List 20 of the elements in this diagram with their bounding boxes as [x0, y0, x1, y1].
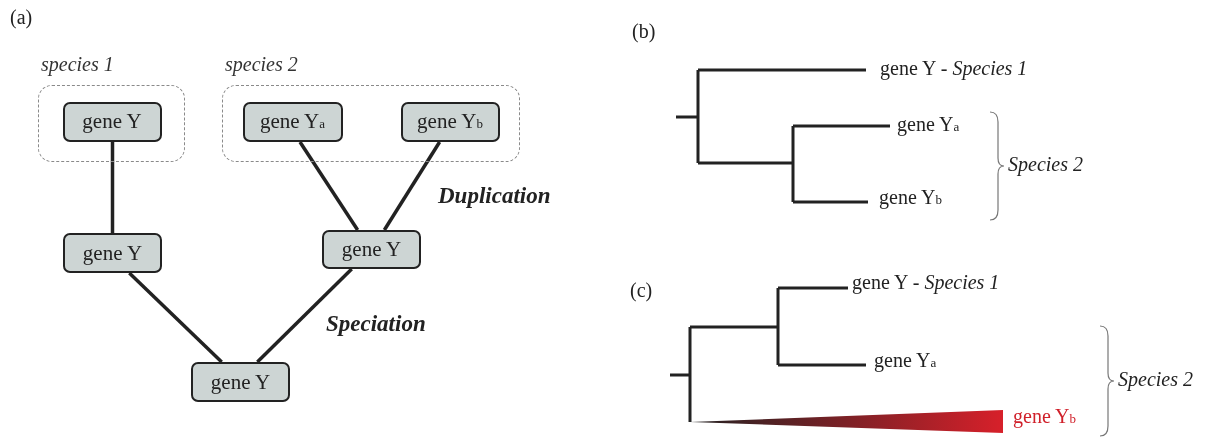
connector-line	[128, 271, 223, 364]
connector-line	[382, 141, 442, 231]
leaf-label: gene Y - Species 1	[880, 57, 1028, 80]
gene-box: gene Y	[191, 362, 290, 402]
species-label: Species 2	[1008, 153, 1083, 176]
gene-box: gene Y	[62, 101, 162, 142]
group-title: species 1	[41, 53, 114, 76]
panel-label: (b)	[632, 20, 656, 43]
event-label: Speciation	[326, 311, 426, 337]
group-title: species 2	[225, 53, 298, 76]
panel-label: (c)	[630, 279, 653, 302]
species-label: Species 2	[1118, 368, 1193, 391]
panel-label: (a)	[10, 6, 33, 29]
connector-line	[110, 142, 115, 233]
leaf-label: gene Y - Species 1	[852, 271, 1000, 294]
gene-box: gene Y	[63, 233, 162, 273]
gene-box: gene Y	[322, 230, 421, 269]
event-label: Duplication	[438, 183, 551, 209]
connector-line	[256, 267, 353, 364]
connector-line	[298, 141, 360, 231]
